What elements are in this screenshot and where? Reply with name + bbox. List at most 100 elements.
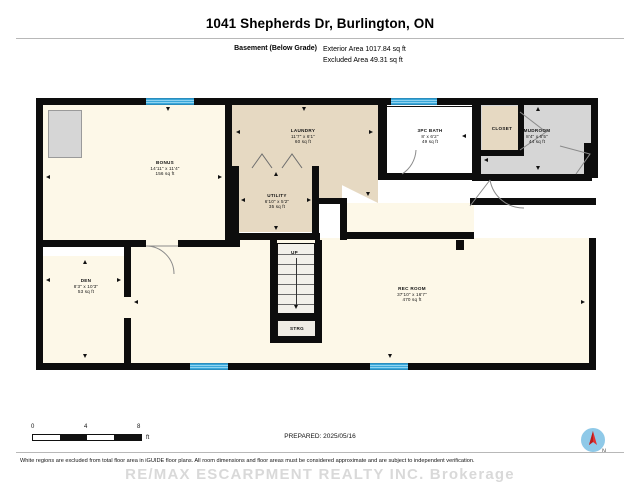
header-divider (16, 38, 624, 39)
window-top-bonus (146, 98, 194, 105)
floor-fill-laundry-angle (342, 156, 378, 203)
brokerage-watermark: RE/MAX ESCARPMENT REALTY INC. Brokerage (125, 466, 515, 483)
room-label-bonus: BONUS 14'11" x 11'4" 156 sq ft (130, 160, 200, 177)
room-area-laundry: 60 sq ft (294, 139, 312, 145)
excluded-area-text: Excluded Area 49.31 sq ft (322, 57, 403, 64)
dim-arrow-mudroom-top (536, 107, 540, 111)
scale-seg-2 (60, 435, 87, 440)
scale-tick-labels: 0 4 8 (31, 424, 142, 433)
wall-exterior-top (36, 98, 240, 105)
floor-fill-closet (482, 106, 520, 152)
scale-seg-1 (33, 435, 60, 440)
room-name-bonus: BONUS (155, 160, 175, 165)
room-name-utility: UTILITY (267, 193, 287, 198)
disclaimer-text: White regions are excluded from total fl… (20, 458, 475, 464)
stairs-direction-arrow (293, 305, 298, 309)
wall-mudroom-right-angle (584, 143, 592, 181)
rec-room-column (456, 240, 464, 250)
room-dims-mudroom: 8'4" x 6'5" (526, 133, 548, 139)
wall-exterior-top-2 (232, 98, 482, 105)
dim-arrow-utility-right (307, 198, 311, 202)
dim-arrow-den-bottom (83, 354, 87, 358)
scale-seg-4 (114, 435, 141, 440)
dim-arrow-den-top (83, 260, 87, 264)
room-dims-utility: 6'10" x 5'2" (264, 198, 290, 204)
floor-fill-den (42, 256, 130, 366)
wall-exterior-top-3 (480, 98, 598, 105)
scale-unit-label: ft (146, 435, 150, 441)
area-summary: Basement (Below Grade) Exterior Area 101… (0, 44, 640, 66)
scale-tick-0: 0 (31, 424, 35, 430)
compass-icon: N (578, 425, 608, 455)
room-label-mudroom: MUDROOM 8'4" x 6'5" 44 sq ft (504, 128, 570, 145)
scale-bar: 0 4 8 ft (31, 424, 149, 441)
room-area-bonus: 156 sq ft (155, 171, 175, 177)
dim-arrow-utility-left (241, 198, 245, 202)
room-area-mudroom: 44 sq ft (528, 139, 546, 145)
level-label: Basement (Below Grade) (234, 45, 317, 52)
window-bottom-rec (370, 363, 408, 370)
wall-den-right-2 (124, 318, 131, 368)
wall-bonus-bottom-2 (178, 240, 240, 247)
page-title: 1041 Shepherds Dr, Burlington, ON (205, 16, 435, 31)
scale-tick-8: 8 (137, 424, 141, 430)
scale-bar-segments (32, 434, 142, 441)
room-area-bath: 49 sq ft (421, 139, 439, 145)
scale-tick-4: 4 (84, 424, 88, 430)
dim-arrow-den-left (46, 278, 50, 282)
dim-arrow-bonus-right (218, 175, 222, 179)
wall-bath-right (472, 98, 481, 180)
room-name-bath: 3PC BATH (417, 128, 443, 133)
dim-arrow-bonus-top (166, 107, 170, 111)
wall-stairs-right (315, 240, 322, 340)
stairs-up-label: UP (291, 250, 298, 255)
floor-fill-utility (238, 170, 316, 232)
room-label-closet: CLOSET (491, 126, 513, 131)
window-top-rec (391, 98, 437, 105)
dim-arrow-laundry-left (236, 130, 240, 134)
dim-arrow-rec-bottom (388, 354, 392, 358)
wall-rec-top (470, 198, 596, 205)
dim-arrow-mudroom-bottom (536, 166, 540, 170)
wall-utility-bottom (232, 233, 320, 240)
wall-bath-left (378, 98, 387, 180)
excluded-region-top-left (48, 110, 82, 158)
footer-divider (16, 452, 624, 453)
exterior-area-text: Exterior Area 1017.84 sq ft (322, 46, 406, 53)
wall-bonus-bottom (36, 240, 146, 247)
dim-arrow-rec-right (581, 300, 585, 304)
storage-room: STRG (277, 320, 317, 337)
room-area-utility: 35 sq ft (268, 204, 286, 210)
wall-bath-bottom (378, 173, 481, 180)
room-name-den: DEN (80, 278, 92, 283)
room-label-laundry: LAUNDRY 11'7" x 6'1" 60 sq ft (268, 128, 338, 145)
floor-plan-drawing: UP STRG (0, 88, 640, 388)
dim-arrow-bonus-left (46, 175, 50, 179)
dim-arrow-utility-top (274, 172, 278, 176)
wall-closet-bottom (481, 150, 524, 156)
room-name-laundry: LAUNDRY (290, 128, 316, 133)
room-label-utility: UTILITY 6'10" x 5'2" 35 sq ft (243, 193, 311, 210)
wall-laundry-bottom-right (319, 198, 347, 204)
room-area-den: 53 sq ft (77, 289, 95, 295)
dim-arrow-laundry-bottom (366, 192, 370, 196)
room-area-recroom: 470 sq ft (402, 297, 422, 303)
floor-fill-laundry (232, 104, 378, 156)
room-name-recroom: REC ROOM (398, 286, 426, 291)
room-label-recroom: REC ROOM 37'10" x 16'7" 470 sq ft (376, 286, 448, 303)
wall-den-right (124, 247, 131, 297)
dim-arrow-laundry-right (369, 130, 373, 134)
wall-mudroom-bottom (472, 174, 592, 181)
room-dims-recroom: 37'10" x 16'7" (397, 291, 427, 297)
wall-utility-left (232, 166, 239, 240)
wall-exterior-right (589, 238, 596, 370)
wall-storage-bottom (270, 336, 322, 343)
wall-stairs-left (270, 240, 277, 340)
floor-fill-recroom (130, 238, 596, 366)
window-bottom-den (190, 363, 228, 370)
dim-arrow-utility-bottom (274, 226, 278, 230)
wall-exterior-left (36, 98, 43, 370)
wall-rec-top-left-seg (346, 232, 474, 239)
room-label-den: DEN 8'3" x 10'3" 53 sq ft (52, 278, 120, 295)
